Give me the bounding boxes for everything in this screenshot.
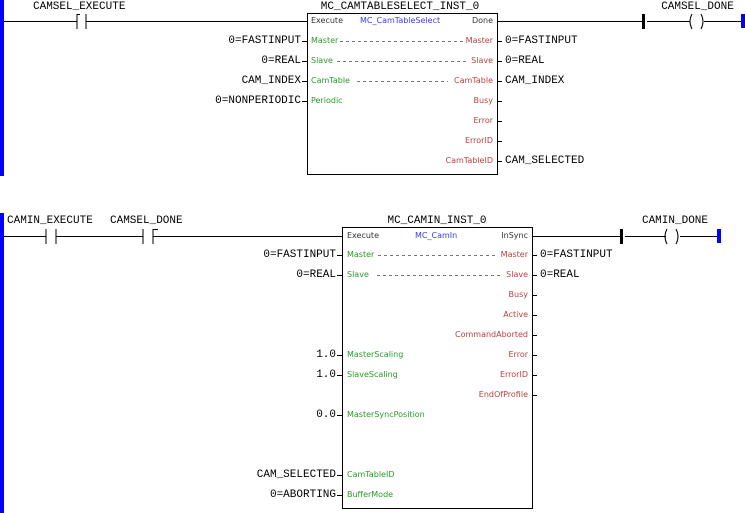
contact-camsel-execute [76, 14, 87, 29]
pin-out-camtableid: CamTableID [445, 156, 494, 165]
pin-out-camtable: CamTable [454, 76, 493, 85]
pin-in-master: Master [311, 36, 339, 45]
input-variable[interactable]: 0=ABORTING [269, 489, 336, 501]
coil-label[interactable]: CAMSEL_DONE [661, 1, 734, 13]
output-variable[interactable]: 0=FASTINPUT [505, 35, 578, 47]
fb1-pins [302, 41, 502, 162]
pin-in-slave: Slave [311, 56, 333, 65]
pin-out-errorid: ErrorID [464, 136, 493, 145]
pin-execute: Execute [311, 16, 343, 25]
input-variable[interactable]: 1.0 [316, 349, 336, 361]
pin-out-error: Error [508, 350, 529, 359]
contact-camsel-done [142, 229, 158, 244]
output-variable[interactable]: 0=FASTINPUT [540, 249, 613, 261]
pin-in-master: Master [347, 250, 375, 259]
input-variable[interactable]: CAM_SELECTED [256, 469, 336, 481]
fb2-passthrough-dashes [377, 255, 503, 276]
pin-out-endofprofile: EndOfProfile [478, 390, 528, 399]
pin-out-master: Master [500, 250, 528, 259]
input-variable[interactable]: 0=REAL [296, 269, 336, 281]
output-variable[interactable]: 0=REAL [505, 55, 545, 67]
pin-in-periodic: Periodic [311, 96, 343, 105]
input-variable[interactable]: 0=NONPERIODIC [215, 95, 301, 107]
pin-out-slave: Slave [471, 56, 493, 65]
left-power-rail-1 [0, 0, 4, 176]
pin-out-commandaborted: CommandAborted [455, 330, 528, 339]
pin-insync: InSync [501, 231, 528, 240]
pin-out-busy: Busy [473, 96, 493, 105]
pin-in-mastersyncposition: MasterSyncPosition [347, 410, 425, 419]
fb-type: MC_CamIn [415, 231, 458, 240]
right-power-rail-2 [717, 229, 721, 243]
coil-left-bar-2 [620, 229, 623, 244]
pin-in-buffermode: BufferMode [347, 490, 394, 499]
pin-in-masterscaling: MasterScaling [347, 350, 404, 359]
fb-instance-name[interactable]: MC_CAMIN_INST_0 [387, 215, 487, 227]
coil-camsel-done [689, 13, 704, 30]
left-power-rail-2 [0, 213, 4, 513]
output-variable[interactable]: 0=REAL [540, 269, 580, 281]
input-variable[interactable]: 0=FASTINPUT [228, 35, 301, 47]
pin-execute: Execute [347, 231, 379, 240]
coil-label[interactable]: CAMIN_DONE [641, 215, 708, 227]
coil-camin-done [664, 228, 679, 245]
pin-in-slave: Slave [347, 270, 369, 279]
fb-camin [342, 227, 533, 509]
contact-label[interactable]: CAMSEL_DONE [110, 215, 183, 227]
pin-out-slave: Slave [506, 270, 528, 279]
output-variable[interactable]: CAM_INDEX [505, 75, 565, 87]
contact-label[interactable]: CAMSEL_EXECUTE [33, 1, 126, 13]
fb1-passthrough-dashes [337, 41, 468, 82]
input-variable[interactable]: 0=REAL [261, 55, 301, 67]
pin-in-slavescaling: SlaveScaling [347, 370, 398, 379]
pin-in-camtable: CamTable [311, 76, 350, 85]
output-variable[interactable]: CAM_SELECTED [505, 155, 585, 167]
contact-label[interactable]: CAMIN_EXECUTE [7, 215, 93, 227]
fb2-pins [337, 255, 537, 496]
pin-done: Done [471, 16, 493, 25]
input-variable[interactable]: CAM_INDEX [241, 75, 301, 87]
pin-out-error: Error [473, 116, 494, 125]
pin-out-busy: Busy [508, 290, 528, 299]
input-variable[interactable]: 0.0 [316, 409, 336, 421]
pin-out-master: Master [465, 36, 493, 45]
right-power-rail-1 [741, 14, 745, 28]
pin-in-camtableid: CamTableID [347, 470, 395, 479]
coil-left-bar-1 [642, 14, 645, 29]
input-variable[interactable]: 0=FASTINPUT [263, 249, 336, 261]
fb-type: MC_CamTableSelect [360, 16, 441, 25]
pin-out-errorid: ErrorID [499, 370, 528, 379]
pin-out-active: Active [503, 310, 528, 319]
contact-camin-execute [45, 229, 57, 244]
input-variable[interactable]: 1.0 [316, 369, 336, 381]
fb-camtableselect [307, 13, 498, 175]
fb-instance-name[interactable]: MC_CAMTABLESELECT_INST_0 [320, 1, 480, 13]
